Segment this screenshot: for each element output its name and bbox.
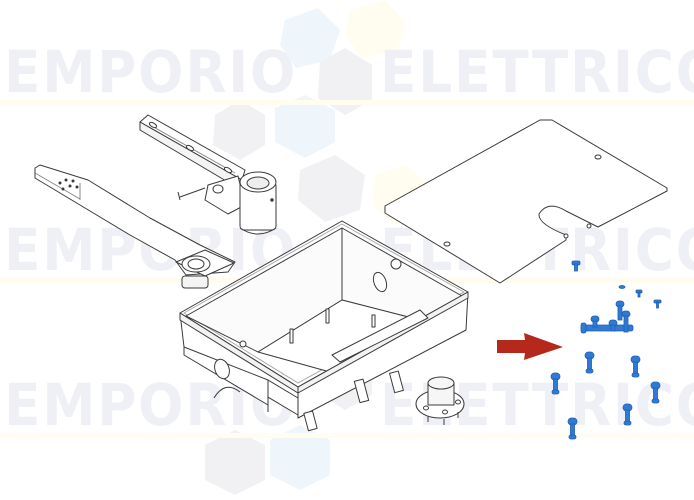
bolt <box>567 417 578 440</box>
bolt-vertical <box>608 319 618 332</box>
bolt <box>630 355 641 378</box>
nut <box>618 285 626 289</box>
bolt-vertical <box>615 300 625 321</box>
bolt <box>650 381 661 404</box>
indicator-arrow-icon <box>497 333 563 360</box>
bolt-vertical <box>621 310 631 333</box>
watermark-row-1: EMPORIO ELETTRICO <box>0 42 694 102</box>
release-lever-arm <box>139 114 277 235</box>
operating-arm <box>34 164 236 289</box>
watermark-left-word: EMPORIO <box>4 38 298 106</box>
screw-small <box>653 299 662 309</box>
watermark-right-word: ELETTRICO <box>380 38 694 106</box>
cover-plate <box>384 119 668 284</box>
screw-small <box>635 289 643 298</box>
watermark-band <box>0 433 694 438</box>
watermark-band <box>0 100 694 105</box>
pivot-hub <box>415 376 465 425</box>
screw-small <box>571 260 581 272</box>
bolt-vertical <box>590 315 600 328</box>
bolt <box>584 351 595 374</box>
bolt <box>622 403 633 426</box>
bolt <box>550 372 561 395</box>
foundation-box <box>179 220 469 432</box>
screw-kit <box>550 260 662 440</box>
